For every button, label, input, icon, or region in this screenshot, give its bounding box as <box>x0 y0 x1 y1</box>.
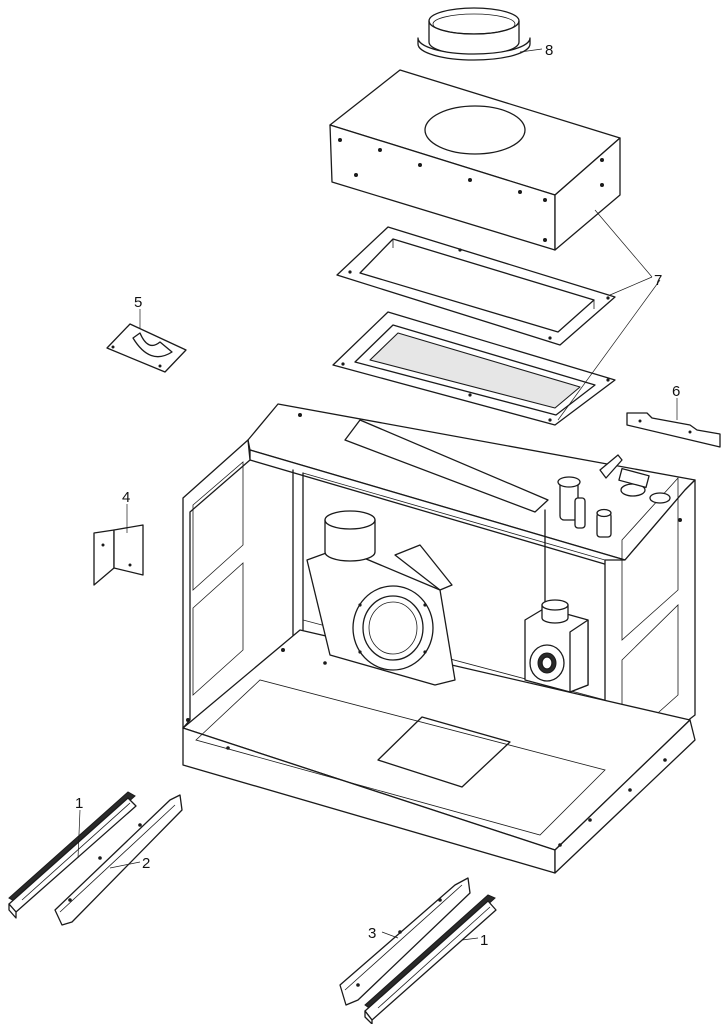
part-2-rail-bracket <box>54 794 183 926</box>
part-5-bracket-plate <box>106 323 187 373</box>
callout-labels: 8 7 5 6 4 1 2 3 1 <box>75 42 680 949</box>
callout-4: 4 <box>122 489 130 506</box>
burner-fan-unit <box>306 510 456 686</box>
part-7-upper-frame <box>336 226 616 346</box>
callout-2: 2 <box>142 855 150 872</box>
callout-5: 5 <box>134 294 142 311</box>
leader-lines <box>77 48 678 941</box>
part-4-angle-bracket <box>93 524 144 586</box>
callout-6: 6 <box>672 383 680 400</box>
part-6-mounting-strip <box>626 412 721 448</box>
part-7-hood-box <box>329 69 621 251</box>
callout-3: 3 <box>368 925 376 942</box>
callout-1-right: 1 <box>480 932 488 949</box>
part-8-duct-collar <box>417 7 531 61</box>
part-3-rail-bracket <box>339 877 471 1006</box>
part-7-lower-frame <box>332 311 616 426</box>
callout-8: 8 <box>545 42 553 59</box>
small-fan-unit <box>524 599 589 693</box>
part-1-slide-rail-left <box>8 791 137 919</box>
callout-7: 7 <box>654 272 662 289</box>
part-1-slide-rail-right <box>364 894 497 1025</box>
callout-1-left: 1 <box>75 795 83 812</box>
main-frame <box>182 403 696 874</box>
